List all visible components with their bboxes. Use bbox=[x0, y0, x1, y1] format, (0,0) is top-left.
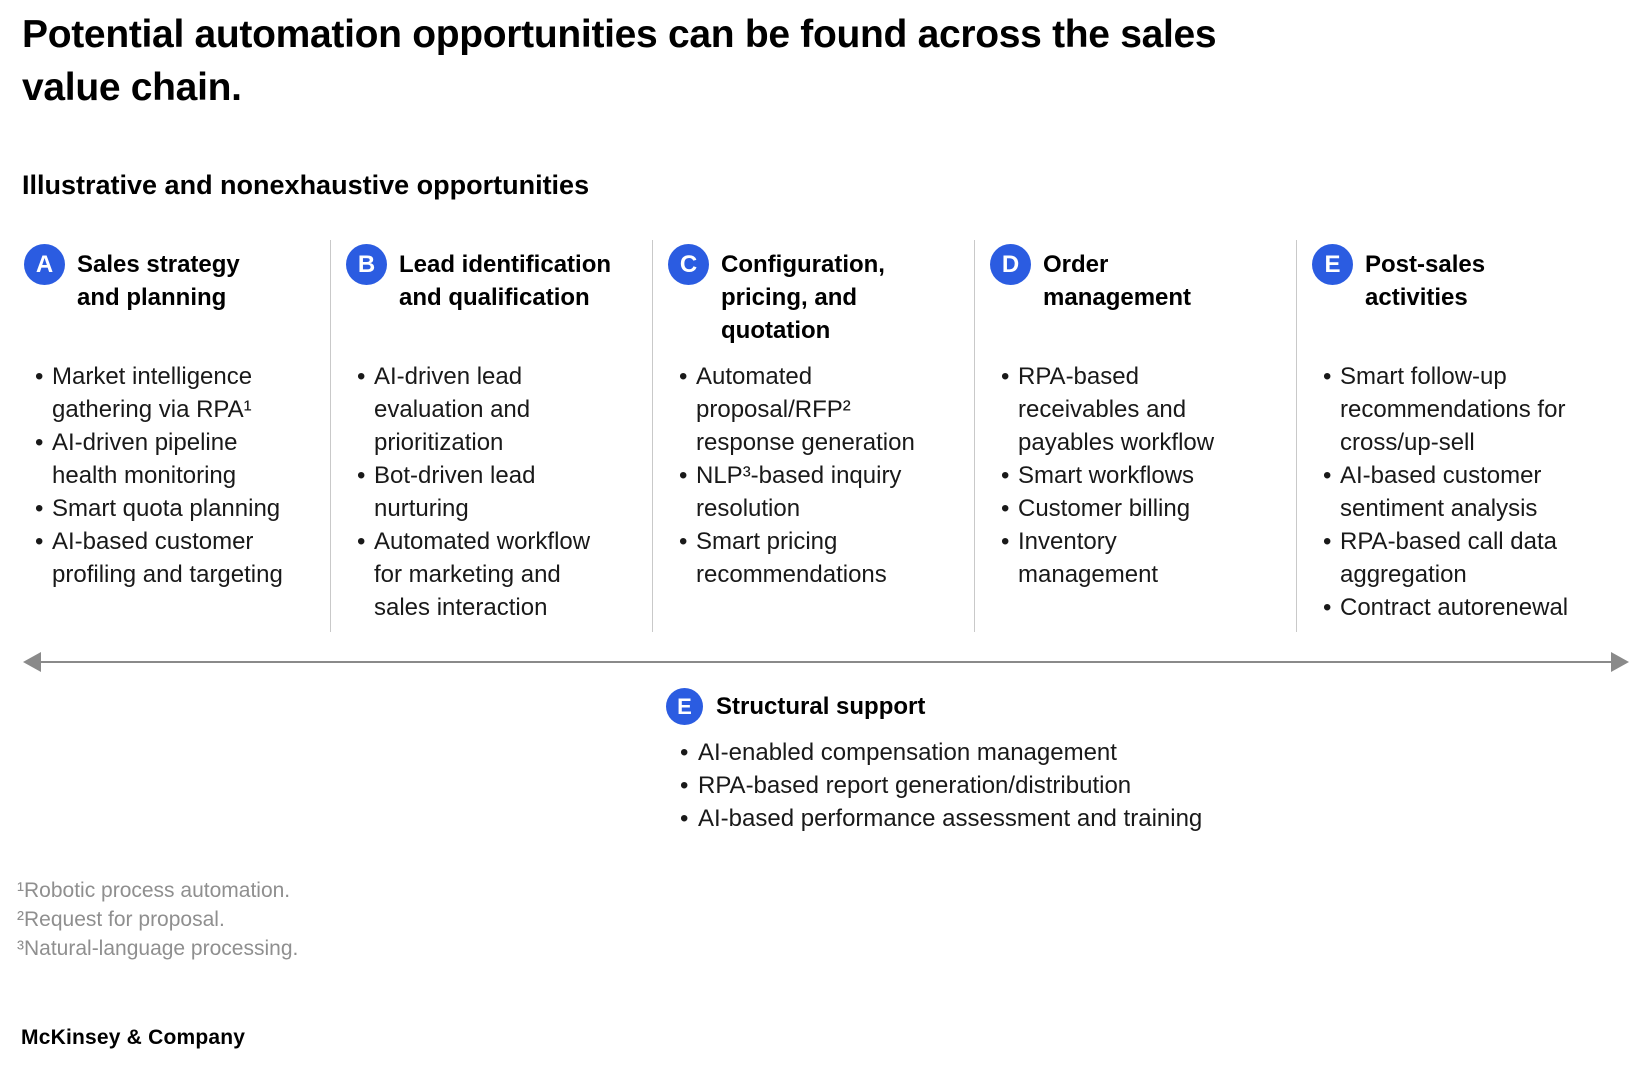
bullet-item: Smart quota planning bbox=[24, 492, 292, 525]
bullet-item: Smart workflows bbox=[990, 459, 1258, 492]
column-order-management: D Order management RPA-based receivables… bbox=[974, 240, 1296, 632]
column-header: E Post-sales activities bbox=[1312, 240, 1618, 360]
structural-support-header: E Structural support bbox=[666, 688, 1202, 725]
bullet-item: Customer billing bbox=[990, 492, 1258, 525]
footnote-1: ¹Robotic process automation. bbox=[17, 879, 291, 902]
structural-support-section: E Structural support AI-enabled compensa… bbox=[666, 688, 1202, 835]
bullet-list: AI-driven lead evaluation and prioritiza… bbox=[346, 360, 652, 624]
bullet-item: AI-based customer sentiment analysis bbox=[1312, 459, 1580, 525]
bullet-list: Smart follow-up recommendations for cros… bbox=[1312, 360, 1618, 624]
bullet-list: RPA-based receivables and payables workf… bbox=[990, 360, 1296, 591]
column-title: Post-sales activities bbox=[1365, 251, 1486, 311]
column-header: D Order management bbox=[990, 240, 1296, 360]
column-configuration-pricing: C Configuration, pricing, and quotation … bbox=[652, 240, 974, 632]
column-title: Sales strategy and planning bbox=[77, 251, 240, 311]
bullet-item: Smart follow-up recommendations for cros… bbox=[1312, 360, 1580, 459]
column-title: Lead identification and qualification bbox=[399, 251, 612, 311]
mckinsey-wordmark: McKinsey & Company bbox=[21, 1026, 246, 1049]
bullet-item: AI-enabled compensation management bbox=[680, 736, 1202, 769]
column-title: Order management bbox=[1043, 251, 1192, 311]
column-header: A Sales strategy and planning bbox=[24, 240, 330, 360]
structural-bullet-list: AI-enabled compensation management RPA-b… bbox=[680, 736, 1202, 835]
column-header: B Lead identification and qualification bbox=[346, 240, 652, 360]
column-sales-strategy: A Sales strategy and planning Market int… bbox=[24, 240, 330, 632]
bullet-item: RPA-based call data aggregation bbox=[1312, 525, 1580, 591]
footnote-2: ²Request for proposal. bbox=[17, 908, 225, 931]
bullet-item: AI-based performance assessment and trai… bbox=[680, 802, 1202, 835]
bullet-item: Inventory management bbox=[990, 525, 1258, 591]
bullet-item: AI-driven pipeline health monitoring bbox=[24, 426, 292, 492]
arrow-right-icon bbox=[1611, 652, 1629, 672]
column-title: Configuration, pricing, and quotation bbox=[721, 251, 885, 344]
structural-support-title: Structural support bbox=[716, 692, 926, 720]
bullet-item: Automated proposal/RFP² response generat… bbox=[668, 360, 936, 459]
arrow-line bbox=[40, 661, 1612, 663]
bullet-item: Market intelligence gathering via RPA¹ bbox=[24, 360, 292, 426]
value-chain-columns: A Sales strategy and planning Market int… bbox=[24, 240, 1644, 632]
bullet-item: Contract autorenewal bbox=[1312, 591, 1580, 624]
bullet-item: Automated workflow for marketing and sal… bbox=[346, 525, 614, 624]
footnote-3: ³Natural-language processing. bbox=[17, 937, 299, 960]
column-post-sales: E Post-sales activities Smart follow-up … bbox=[1296, 240, 1618, 632]
column-lead-identification: B Lead identification and qualification … bbox=[330, 240, 652, 632]
exhibit-subtitle: Illustrative and nonexhaustive opportuni… bbox=[22, 170, 590, 200]
badge-a-icon: A bbox=[24, 244, 65, 285]
badge-b-icon: B bbox=[346, 244, 387, 285]
bullet-item: RPA-based report generation/distribution bbox=[680, 769, 1202, 802]
badge-structural-icon: E bbox=[666, 688, 703, 725]
bullet-item: Smart pricing recommendations bbox=[668, 525, 936, 591]
badge-e-icon: E bbox=[1312, 244, 1353, 285]
arrow-left-icon bbox=[23, 652, 41, 672]
bullet-item: RPA-based receivables and payables workf… bbox=[990, 360, 1258, 459]
badge-c-icon: C bbox=[668, 244, 709, 285]
bullet-item: Bot-driven lead nurturing bbox=[346, 459, 614, 525]
page-title: Potential automation opportunities can b… bbox=[22, 13, 1217, 109]
bullet-item: NLP³-based inquiry resolution bbox=[668, 459, 936, 525]
bullet-item: AI-driven lead evaluation and prioritiza… bbox=[346, 360, 614, 459]
footnotes: ¹Robotic process automation. ²Request fo… bbox=[17, 876, 298, 963]
bullet-list: Market intelligence gathering via RPA¹ A… bbox=[24, 360, 330, 591]
bullet-list: Automated proposal/RFP² response generat… bbox=[668, 360, 974, 591]
column-header: C Configuration, pricing, and quotation bbox=[668, 240, 974, 360]
badge-d-icon: D bbox=[990, 244, 1031, 285]
bullet-item: AI-based customer profiling and targetin… bbox=[24, 525, 292, 591]
